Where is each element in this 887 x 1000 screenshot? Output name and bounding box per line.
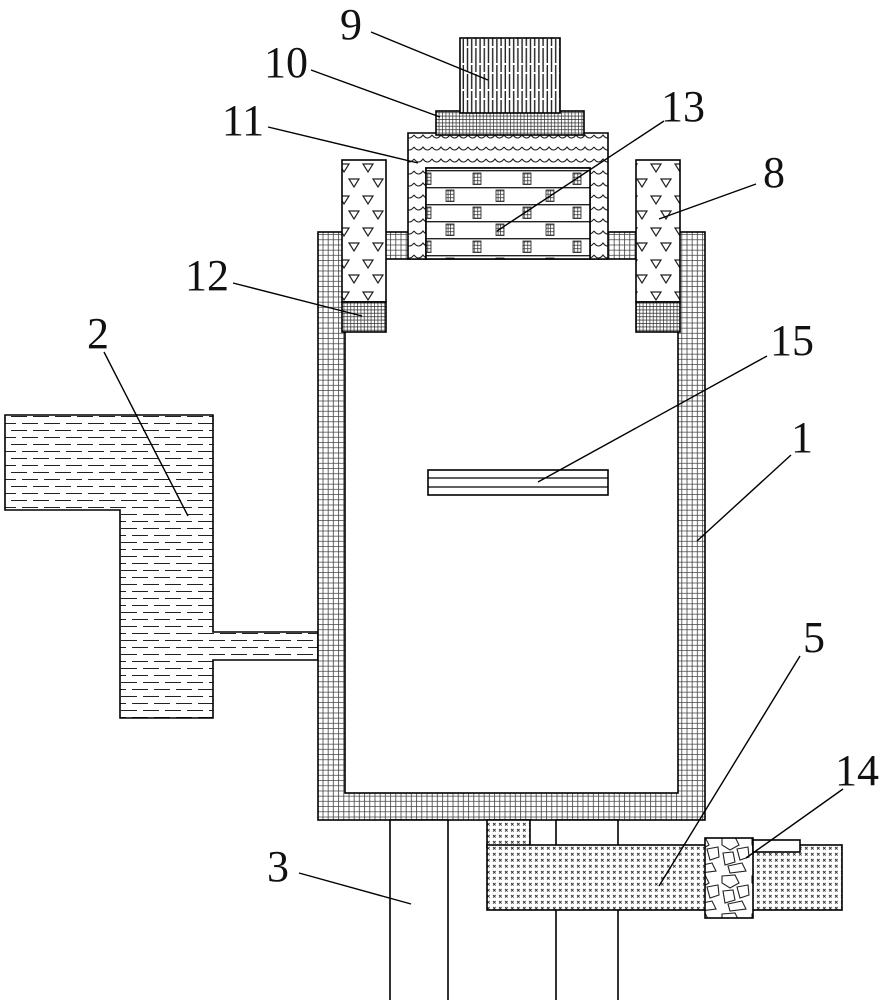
leader-line-15	[537, 355, 768, 483]
part-label-14: 14	[835, 746, 879, 795]
grid-end-block-right	[635, 301, 681, 333]
leader-line-9	[370, 31, 489, 81]
part-label-5: 5	[803, 613, 825, 662]
side-column-right	[635, 159, 681, 303]
leader-line-11	[267, 126, 419, 164]
channel-stub	[486, 819, 531, 848]
part-label-2: 2	[87, 309, 109, 358]
channel-cap-bar	[752, 839, 801, 853]
inner-plate	[427, 469, 609, 496]
leader-line-5	[658, 655, 801, 887]
grid-end-block-left	[341, 301, 387, 333]
part-label-9: 9	[340, 0, 362, 49]
rubble-block	[704, 837, 754, 919]
inner-plate-body	[427, 469, 609, 496]
part-label-8: 8	[763, 148, 785, 197]
leader-line-14	[745, 788, 844, 859]
part-label-10: 10	[264, 38, 308, 87]
inlet-duct	[4, 414, 319, 719]
leader-line-2	[103, 351, 189, 517]
leader-line-10	[310, 69, 441, 118]
leader-line-1	[696, 454, 792, 542]
vessel-interior	[344, 258, 679, 794]
inner-plate-laminations	[428, 477, 608, 488]
brick-block	[425, 167, 591, 260]
part-label-3: 3	[267, 842, 289, 891]
leg-left	[389, 819, 449, 1000]
part-label-13: 13	[661, 82, 705, 131]
part-labels: 9 10 11 13 8 12 2 15 1 5 14 3	[87, 0, 879, 891]
leader-line-8	[658, 183, 757, 220]
leader-lines	[103, 31, 844, 905]
leader-line-13	[496, 120, 665, 232]
leader-line-3	[298, 872, 412, 905]
rubble-component	[704, 837, 801, 919]
leader-line-12	[232, 282, 363, 317]
part-label-1: 1	[791, 413, 813, 462]
part-label-12: 12	[185, 251, 229, 300]
part-label-11: 11	[222, 96, 264, 145]
inlet-duct-shape	[4, 414, 319, 719]
side-column-left	[341, 159, 387, 303]
grid-plate	[435, 110, 585, 136]
striped-top-block	[459, 37, 561, 114]
part-label-15: 15	[770, 316, 814, 365]
